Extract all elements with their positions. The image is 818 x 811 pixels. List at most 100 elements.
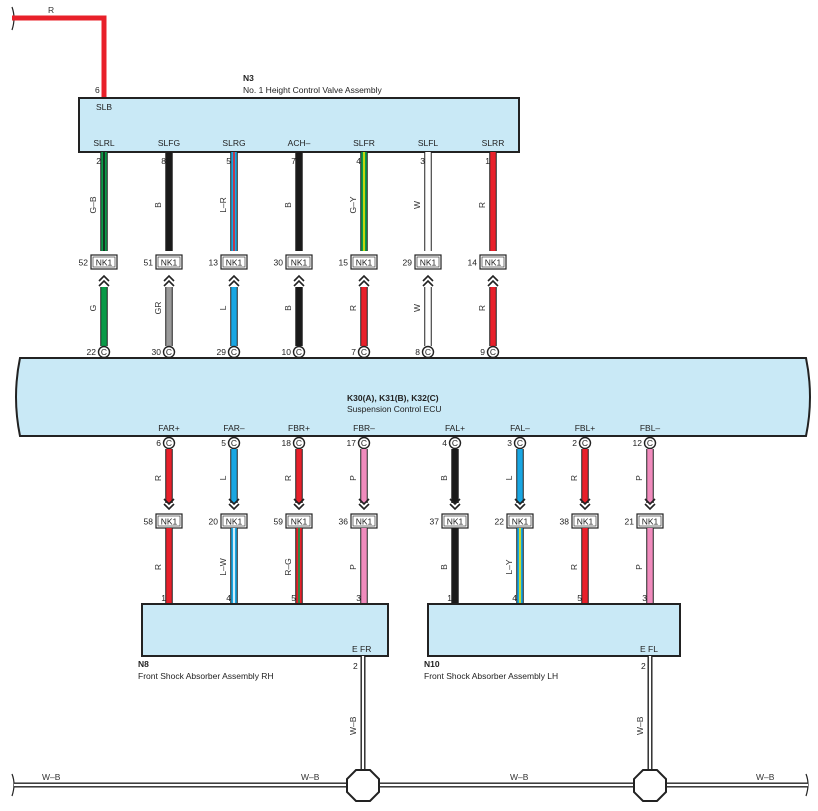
ecu-connector-letter: C — [517, 438, 523, 448]
ecu-code: K30(A), K31(B), K32(C) — [347, 393, 439, 403]
ecu-component: K30(A), K31(B), K32(C) Suspension Contro… — [15, 357, 811, 437]
n8-component: N8 Front Shock Absorber Assembly RH E FR… — [138, 603, 389, 735]
ecu-connector-letter: C — [647, 438, 653, 448]
joint-pin-number: 20 — [209, 517, 219, 527]
n3-pin-number: 8 — [161, 156, 166, 166]
ecu-pin-number: 6 — [156, 438, 161, 448]
ecu-pin-number: 17 — [347, 438, 357, 448]
chevron-icon — [293, 498, 305, 511]
ecu-pin: C4 — [442, 436, 462, 450]
ground-bus-label-3: W–B — [510, 772, 529, 782]
lower-wire-color: GR — [153, 302, 163, 315]
ecu-pin: C29 — [217, 345, 241, 359]
n10-ground-color: W–B — [635, 716, 645, 735]
joint-pin-number: 38 — [560, 517, 570, 527]
lower-wire-color: G — [88, 305, 98, 312]
ecu-connector-letter: C — [101, 347, 107, 357]
lower-wire-color: W — [412, 304, 422, 312]
ecu-connector-letter: C — [361, 347, 367, 357]
ecu-pin: C12 — [633, 436, 657, 450]
ecu-pin: C22 — [87, 345, 111, 359]
joint-connector-label: NK1 — [291, 517, 308, 527]
n10-code: N10 — [424, 659, 440, 669]
upper-wire-color: L–R — [218, 197, 228, 213]
n3-top-pin: 6 — [95, 85, 100, 95]
chevron-icon — [487, 274, 499, 287]
n3-terminal-name: SLFR — [353, 138, 375, 148]
ecu-pin: C30 — [152, 345, 176, 359]
ecu-connector-letter: C — [490, 347, 496, 357]
joint-connector-label: NK1 — [161, 258, 178, 268]
n3-pin-number: 4 — [356, 156, 361, 166]
n8-ground-pin: 2 — [353, 661, 358, 671]
ecu-pin: C5 — [221, 436, 241, 450]
ecu-terminal-name: FBL+ — [575, 423, 596, 433]
ecu-pin-number: 9 — [480, 347, 485, 357]
joint-connector: NK1 14 — [468, 254, 507, 270]
chevron-icon — [293, 274, 305, 287]
upper-wire-color: G–B — [88, 196, 98, 213]
joint-connector-label: NK1 — [642, 517, 659, 527]
ecu-pin: C9 — [480, 345, 500, 359]
joint-pin-number: 14 — [468, 258, 478, 268]
ecu-connector-letter: C — [452, 438, 458, 448]
ecu-terminal-name: FAR– — [223, 423, 245, 433]
ecu-connector-letter: C — [425, 347, 431, 357]
lower-wire-group: FAR+C6RNK158R1FAR+FAR–C5LNK120L–W4FAR–FB… — [144, 423, 664, 618]
upper-wire-color: R — [477, 202, 487, 208]
chevron-icon — [579, 498, 591, 511]
ecu-connector-letter: C — [361, 438, 367, 448]
power-wire: R — [11, 5, 107, 98]
joint-connector-label: NK1 — [420, 258, 437, 268]
n3-terminal-name: ACH– — [288, 138, 311, 148]
component-pin-number: 5 — [291, 593, 296, 603]
chevron-icon — [514, 498, 526, 511]
ground-bus-label-2: W–B — [301, 772, 320, 782]
n3-terminal-name: SLFG — [158, 138, 180, 148]
ecu-pin: C7 — [351, 345, 371, 359]
upper-wire-color: B — [283, 202, 293, 208]
n3-terminal-name: SLRG — [222, 138, 245, 148]
upper-wire-color: W — [412, 201, 422, 209]
joint-connector-label: NK1 — [485, 258, 502, 268]
ecu-pin: C2 — [572, 436, 592, 450]
lower-wire-color: B — [439, 564, 449, 570]
joint-connector-label: NK1 — [512, 517, 529, 527]
joint-pin-number: 30 — [274, 258, 284, 268]
lower-wire-color: R–G — [283, 558, 293, 575]
ecu-pin: C 17 — [347, 436, 371, 450]
upper-circuit-5: SLFL3WNK129WC8SLFL — [403, 138, 442, 372]
component-pin-number: 5 — [577, 593, 582, 603]
ecu-terminal-name: FBR– — [353, 423, 375, 433]
ecu-connector-letter: C — [231, 438, 237, 448]
ecu-terminal-name: FAL– — [510, 423, 530, 433]
chevron-icon — [228, 498, 240, 511]
ecu-connector-letter: C — [166, 438, 172, 448]
joint-connector-label: NK1 — [577, 517, 594, 527]
chevron-icon — [163, 274, 175, 287]
ecu-pin-number: 8 — [415, 347, 420, 357]
lower-wire-color: L–W — [218, 558, 228, 575]
upper-wire-color: R — [283, 475, 293, 481]
joint-pin-number: 36 — [339, 517, 349, 527]
lower-circuit-3: FBR–C17PNK136P3FBR– — [339, 423, 378, 618]
n3-pin-number: 5 — [226, 156, 231, 166]
ecu-pin: C6 — [156, 436, 176, 450]
lower-wire-color: B — [283, 305, 293, 311]
chevron-icon — [644, 498, 656, 511]
